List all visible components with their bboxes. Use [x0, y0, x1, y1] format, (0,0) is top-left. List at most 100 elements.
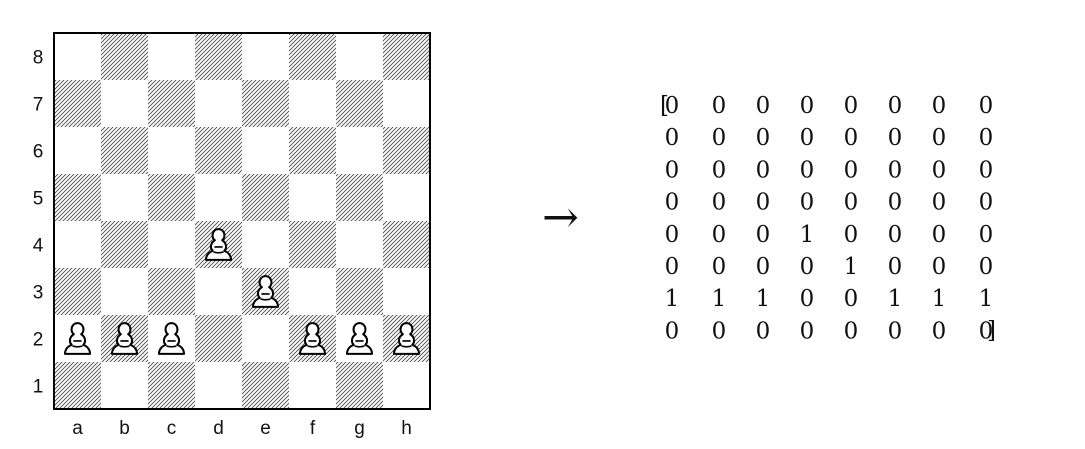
matrix-cell: 0: [712, 190, 727, 216]
square-d7: [195, 80, 242, 127]
square-e7: [242, 80, 289, 127]
square-g6: [336, 127, 383, 174]
square-e4: [242, 221, 289, 268]
matrix-cell: 0: [665, 254, 680, 280]
square-e2: [242, 315, 289, 362]
matrix-cell: 0: [800, 157, 815, 183]
square-e5: [242, 174, 289, 221]
matrix-cell: 0: [800, 318, 815, 344]
matrix-cell: 0: [800, 254, 815, 280]
matrix-cell: 0: [756, 318, 771, 344]
matrix-cell: 0: [756, 157, 771, 183]
square-b7: [101, 80, 148, 127]
matrix-cell: 0: [800, 286, 815, 312]
square-b8: [101, 33, 148, 80]
matrix-cell: 0: [932, 157, 947, 183]
square-f3: [289, 268, 336, 315]
matrix-cell: 0: [844, 93, 859, 119]
matrix-cell: 0: [712, 318, 727, 344]
square-f1: [289, 362, 336, 409]
square-d3: [195, 268, 242, 315]
square-h3: [383, 268, 430, 315]
matrix-cell: 0: [756, 190, 771, 216]
square-h5: [383, 174, 430, 221]
square-b5: [101, 174, 148, 221]
matrix-cell: 0: [712, 157, 727, 183]
matrix-cell: 1: [844, 254, 859, 280]
file-label: e: [260, 418, 271, 439]
board-squares: [54, 33, 430, 409]
rank-label: 3: [33, 283, 44, 304]
matrix-cell: 0: [756, 125, 771, 151]
square-e8: [242, 33, 289, 80]
matrix-cell: 0: [844, 190, 859, 216]
board-border: [53, 32, 431, 410]
square-c6: [148, 127, 195, 174]
matrix-cell: 0: [756, 254, 771, 280]
square-a7: [54, 80, 101, 127]
matrix-cell: 0: [979, 222, 994, 248]
square-c3: [148, 268, 195, 315]
matrix-cell: 0: [665, 318, 680, 344]
matrix-open-bracket: [: [660, 93, 669, 119]
right-arrow-icon: →: [542, 192, 579, 243]
matrix-cell: 1: [888, 286, 903, 312]
square-c7: [148, 80, 195, 127]
rank-label: 1: [33, 377, 44, 398]
square-d6: [195, 127, 242, 174]
square-b3: [101, 268, 148, 315]
square-a1: [54, 362, 101, 409]
matrix-cell: 0: [844, 286, 859, 312]
matrix-cell: 1: [800, 222, 815, 248]
file-label: a: [72, 418, 83, 439]
matrix-cell: 0: [888, 157, 903, 183]
square-b1: [101, 362, 148, 409]
matrix-cell: 0: [932, 93, 947, 119]
rank-label: 4: [33, 236, 44, 257]
square-a8: [54, 33, 101, 80]
square-h7: [383, 80, 430, 127]
square-g7: [336, 80, 383, 127]
square-f5: [289, 174, 336, 221]
square-g4: [336, 221, 383, 268]
square-a4: [54, 221, 101, 268]
square-f6: [289, 127, 336, 174]
rank-label: 6: [33, 142, 44, 163]
square-d1: [195, 362, 242, 409]
matrix-cell: 0: [979, 318, 994, 344]
matrix-cell: 0: [712, 125, 727, 151]
matrix-cell: 0: [888, 93, 903, 119]
matrix-cell: 0: [712, 222, 727, 248]
matrix-cell: 1: [756, 286, 771, 312]
square-b4: [101, 221, 148, 268]
matrix-cell: 0: [665, 157, 680, 183]
square-c8: [148, 33, 195, 80]
matrix-cell: 0: [712, 254, 727, 280]
square-d2: [195, 315, 242, 362]
matrix-cell: 0: [800, 93, 815, 119]
square-a3: [54, 268, 101, 315]
square-a6: [54, 127, 101, 174]
file-label: h: [401, 418, 412, 439]
square-g3: [336, 268, 383, 315]
matrix-cell: 0: [932, 222, 947, 248]
file-label: c: [167, 418, 177, 439]
matrix-cell: 0: [979, 190, 994, 216]
square-e6: [242, 127, 289, 174]
matrix-cell: 0: [979, 254, 994, 280]
matrix-cell: 0: [800, 190, 815, 216]
matrix-cell: 0: [665, 125, 680, 151]
matrix-cell: 0: [979, 157, 994, 183]
matrix-cell: 0: [888, 222, 903, 248]
matrix-cell: 0: [888, 254, 903, 280]
rank-label: 7: [33, 95, 44, 116]
file-label: b: [119, 418, 130, 439]
square-b6: [101, 127, 148, 174]
matrix-cell: 1: [979, 286, 994, 312]
file-label: f: [310, 418, 316, 439]
square-d5: [195, 174, 242, 221]
